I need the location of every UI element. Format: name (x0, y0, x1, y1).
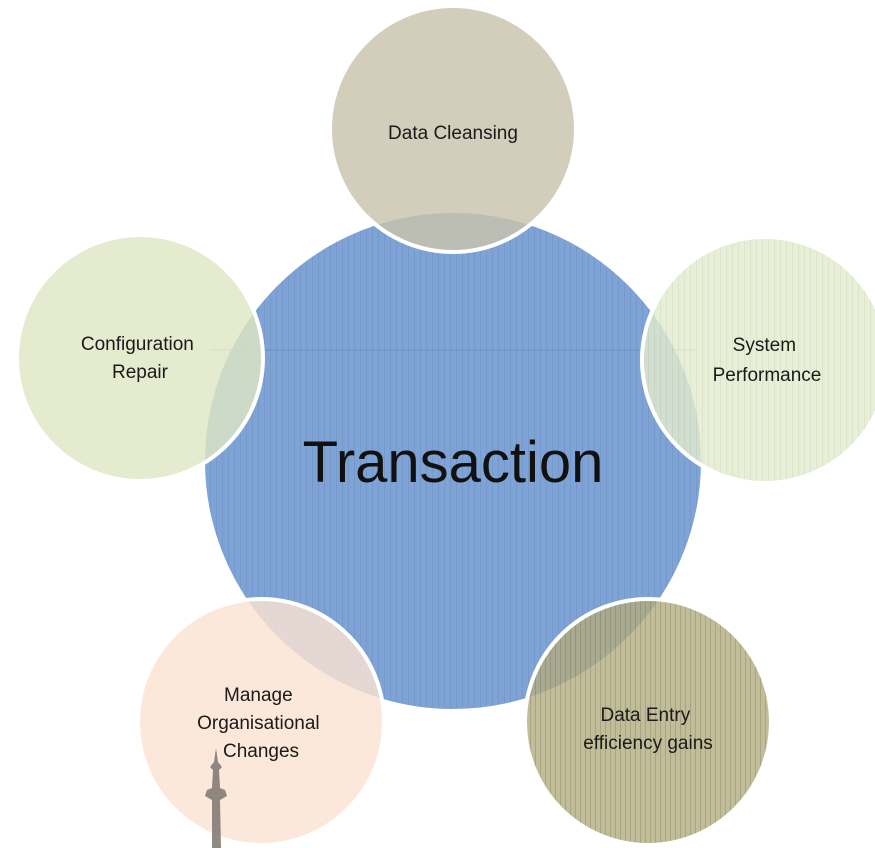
tower-silhouette-icon (205, 748, 227, 848)
satellite-label: Data Entry efficiency gains (583, 705, 713, 754)
satellite-data-entry-efficiency: Data Entry efficiency gains (523, 597, 773, 847)
satellite-label: System Performance (713, 335, 822, 386)
satellite-system-performance: System Performance (640, 235, 875, 485)
label-line: Configuration (81, 334, 194, 355)
label-line: efficiency gains (583, 733, 713, 754)
satellite-configuration-repair: Configuration Repair (15, 233, 265, 483)
label-line: Manage (224, 685, 293, 706)
satellite-data-cleansing: Data Cleansing (328, 4, 578, 254)
satellite-circle (136, 597, 386, 847)
label-line: System (733, 335, 796, 356)
label-line: Data Entry (600, 705, 690, 726)
satellite-circle (15, 233, 265, 483)
label-line: Data Cleansing (388, 123, 518, 144)
satellite-manage-organisational-changes: Manage Organisational Changes (136, 597, 386, 848)
satellite-label: Configuration Repair (81, 334, 199, 383)
label-line: Performance (713, 365, 822, 386)
center-label: Transaction (303, 430, 604, 495)
label-line: Repair (112, 362, 169, 383)
satellite-circle-texture (644, 239, 875, 481)
satellite-label: Manage Organisational Changes (197, 685, 325, 762)
satellite-circle (328, 4, 578, 254)
label-line: Organisational (197, 713, 320, 734)
satellite-label: Data Cleansing (388, 123, 518, 144)
label-line: Changes (223, 741, 299, 762)
center-circle-texture (205, 213, 701, 709)
satellite-circle-texture (527, 601, 769, 843)
center-node: Transaction (201, 209, 705, 713)
